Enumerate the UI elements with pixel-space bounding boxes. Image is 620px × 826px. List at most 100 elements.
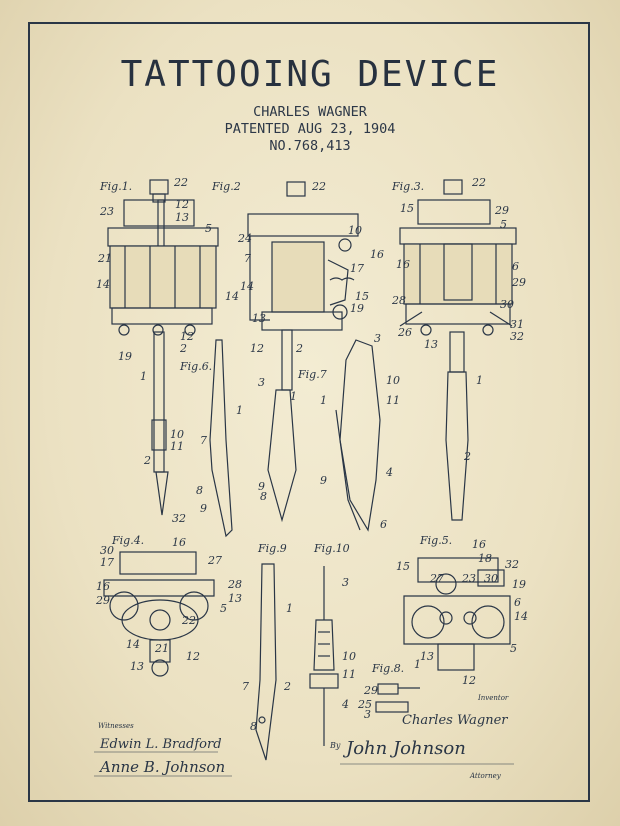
- svg-text:30: 30: [484, 572, 498, 585]
- svg-text:2: 2: [283, 680, 291, 693]
- svg-text:2: 2: [295, 342, 303, 355]
- svg-text:2: 2: [463, 450, 471, 463]
- figure-2: Fig.2 24 7 14 13 12 3 22 10 16 17 15 19 …: [211, 180, 384, 523]
- figure-5: Fig.5. 15 16 18 32 19 6 14 27 23 30 5 13…: [396, 534, 528, 687]
- fig1-label: Fig.1.: [99, 180, 132, 193]
- svg-text:8: 8: [196, 484, 203, 497]
- svg-text:12: 12: [462, 674, 476, 687]
- svg-text:15: 15: [400, 202, 414, 215]
- svg-text:23: 23: [461, 572, 476, 585]
- svg-text:5: 5: [510, 642, 517, 655]
- attorney-signature: John Johnson: [342, 738, 466, 759]
- svg-text:21: 21: [97, 252, 112, 265]
- svg-text:14: 14: [96, 278, 110, 291]
- svg-text:10: 10: [348, 224, 362, 237]
- svg-text:6: 6: [380, 518, 387, 531]
- svg-text:7: 7: [200, 434, 207, 447]
- svg-text:29: 29: [363, 684, 378, 697]
- svg-text:10: 10: [342, 650, 356, 663]
- svg-text:11: 11: [342, 668, 356, 681]
- svg-text:6: 6: [512, 260, 519, 273]
- svg-text:6: 6: [514, 596, 521, 609]
- figure-8: Fig.8. 1 29 25 3: [357, 658, 421, 721]
- svg-text:22: 22: [471, 176, 486, 189]
- svg-text:23: 23: [99, 205, 114, 218]
- svg-text:1: 1: [320, 394, 327, 407]
- svg-text:8: 8: [260, 490, 267, 503]
- svg-text:13: 13: [130, 660, 144, 673]
- attorney-label: Attorney: [469, 772, 502, 780]
- svg-text:30: 30: [500, 298, 514, 311]
- svg-text:1: 1: [476, 374, 483, 387]
- signature-block: Witnesses Edwin L. Bradford Anne B. John…: [98, 694, 509, 780]
- fig6-label: Fig.6.: [179, 360, 212, 373]
- svg-text:10: 10: [170, 428, 184, 441]
- svg-text:27: 27: [207, 554, 222, 567]
- svg-text:13: 13: [420, 650, 434, 663]
- svg-text:17: 17: [100, 556, 114, 569]
- svg-text:5: 5: [205, 222, 212, 235]
- witness-1-signature: Edwin L. Bradford: [99, 737, 222, 752]
- svg-text:7: 7: [242, 680, 249, 693]
- svg-text:15: 15: [396, 560, 410, 573]
- svg-text:11: 11: [386, 394, 400, 407]
- svg-text:16: 16: [472, 538, 486, 551]
- svg-text:14: 14: [126, 638, 140, 651]
- svg-text:13: 13: [424, 338, 438, 351]
- svg-text:32: 32: [172, 512, 186, 525]
- svg-text:5: 5: [220, 602, 227, 615]
- svg-text:16: 16: [396, 258, 410, 271]
- inventor-signature: Charles Wagner: [402, 713, 508, 728]
- figure-1: Fig.1. 23 21 14 19 22 12 13 5 14 12 2 1 …: [96, 176, 239, 525]
- svg-text:1: 1: [236, 404, 243, 417]
- witness-2-signature: Anne B. Johnson: [98, 758, 225, 776]
- figure-3: Fig.3. 15 16 28 26 13 22 29 5 6 29 30 31…: [391, 176, 526, 521]
- fig2-label: Fig.2: [211, 180, 241, 193]
- inventor-name: CHARLES WAGNER: [253, 104, 367, 120]
- svg-text:18: 18: [478, 552, 492, 565]
- svg-text:24: 24: [237, 232, 252, 245]
- svg-text:4: 4: [341, 698, 349, 711]
- figure-4: Fig.4. 30 17 16 29 14 13 16 27 28 13 5 1…: [95, 534, 242, 677]
- svg-text:22: 22: [173, 176, 188, 189]
- svg-text:26: 26: [397, 326, 412, 339]
- fig4-label: Fig.4.: [111, 534, 144, 547]
- svg-text:13: 13: [175, 211, 189, 224]
- svg-text:28: 28: [227, 578, 242, 591]
- svg-text:30: 30: [100, 544, 114, 557]
- patent-number: NO.768,413: [269, 138, 351, 154]
- patent-date: PATENTED AUG 23, 1904: [224, 121, 396, 137]
- figure-9: Fig.9 1 7 2 8: [242, 542, 293, 761]
- svg-text:16: 16: [172, 536, 186, 549]
- svg-text:1: 1: [286, 602, 293, 615]
- svg-text:19: 19: [512, 578, 526, 591]
- svg-text:16: 16: [370, 248, 384, 261]
- svg-text:8: 8: [250, 720, 257, 733]
- svg-text:21: 21: [154, 642, 169, 655]
- fig5-label: Fig.5.: [419, 534, 452, 547]
- svg-text:12: 12: [250, 342, 264, 355]
- svg-text:22: 22: [311, 180, 326, 193]
- svg-text:1: 1: [290, 390, 297, 403]
- svg-text:16: 16: [96, 580, 110, 593]
- by-label: By: [329, 741, 341, 750]
- svg-text:9: 9: [200, 502, 207, 515]
- svg-text:3: 3: [258, 376, 265, 389]
- fig7-label: Fig.7: [297, 368, 327, 381]
- svg-text:7: 7: [244, 252, 251, 265]
- svg-text:3: 3: [374, 332, 381, 345]
- svg-text:32: 32: [510, 330, 524, 343]
- svg-text:32: 32: [505, 558, 519, 571]
- svg-text:11: 11: [170, 440, 184, 453]
- svg-text:13: 13: [228, 592, 242, 605]
- patent-title: TATTOOING DEVICE: [120, 54, 500, 95]
- svg-text:14: 14: [240, 280, 254, 293]
- svg-text:27: 27: [429, 572, 444, 585]
- svg-text:1: 1: [140, 370, 147, 383]
- svg-text:13: 13: [252, 312, 266, 325]
- fig9-label: Fig.9: [257, 542, 287, 555]
- figure-7: Fig.7 3 10 11 1 4 9 6: [297, 332, 400, 532]
- svg-text:1: 1: [414, 658, 421, 671]
- svg-text:25: 25: [357, 698, 372, 711]
